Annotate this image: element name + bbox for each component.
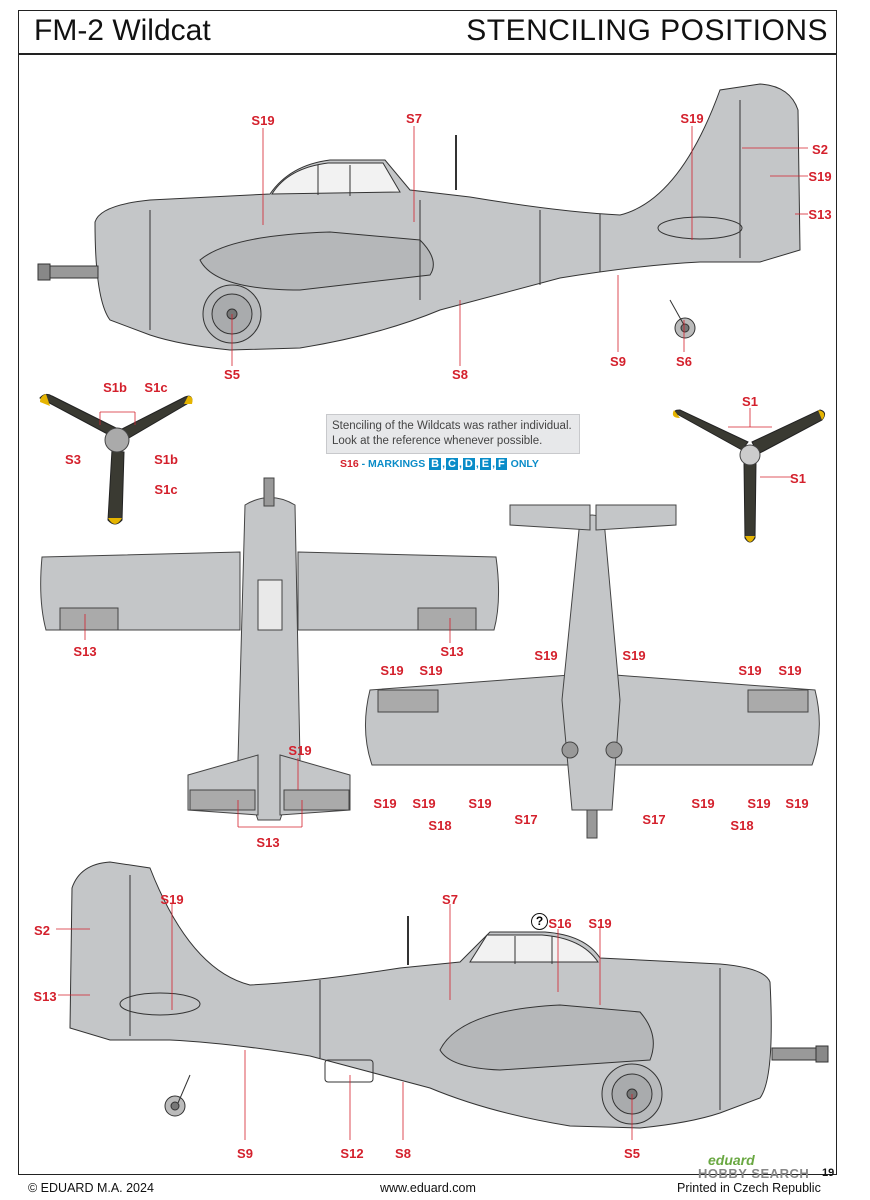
label-s8: S8 xyxy=(452,367,468,382)
label-s6: S6 xyxy=(676,354,692,369)
label-s19: S19 xyxy=(412,796,436,811)
label-s9: S9 xyxy=(237,1146,253,1161)
label-s1c: S1c xyxy=(144,380,168,395)
label-s5: S5 xyxy=(624,1146,640,1161)
label-s13: S13 xyxy=(256,835,280,850)
label-s2: S2 xyxy=(812,142,828,157)
label-s19: S19 xyxy=(534,648,558,663)
propeller-right xyxy=(672,409,826,543)
label-s17: S17 xyxy=(514,812,538,827)
label-s8: S8 xyxy=(395,1146,411,1161)
marking-d: D xyxy=(462,458,475,470)
label-s18: S18 xyxy=(730,818,754,833)
copyright: © EDUARD M.A. 2024 xyxy=(28,1181,154,1195)
label-s19: S19 xyxy=(251,113,275,128)
label-s9: S9 xyxy=(610,354,626,369)
label-s13: S13 xyxy=(33,989,57,1004)
label-s13: S13 xyxy=(440,644,464,659)
label-s19: S19 xyxy=(419,663,443,678)
model-title: FM-2 Wildcat xyxy=(34,14,211,47)
plan-view-bottom xyxy=(364,504,820,839)
page-number: 19 xyxy=(822,1167,835,1179)
propeller-left xyxy=(39,393,193,525)
label-s1: S1 xyxy=(790,471,806,486)
label-s1b: S1b xyxy=(154,452,178,467)
label-s19: S19 xyxy=(680,111,704,126)
label-s5: S5 xyxy=(224,367,240,382)
label-s19: S19 xyxy=(747,796,771,811)
marking-e: E xyxy=(479,458,492,470)
header-divider xyxy=(18,53,837,55)
label-s19: S19 xyxy=(622,648,646,663)
watermark-b: SEARCH xyxy=(751,1166,810,1181)
label-s18: S18 xyxy=(428,818,452,833)
section-title: STENCILING POSITIONS xyxy=(466,14,828,47)
markings-suffix: ONLY xyxy=(510,458,539,470)
label-s19: S19 xyxy=(691,796,715,811)
hobbysearch-watermark: HOBBY SEARCH xyxy=(698,1166,809,1181)
label-s19: S19 xyxy=(160,892,184,907)
website-link[interactable]: www.eduard.com xyxy=(380,1181,476,1195)
label-s17: S17 xyxy=(642,812,666,827)
label-s7: S7 xyxy=(406,111,422,126)
label-s3: S3 xyxy=(65,452,81,467)
label-s19: S19 xyxy=(468,796,492,811)
label-s2: S2 xyxy=(34,923,50,938)
eduard-logo: eduard xyxy=(708,1152,755,1168)
plan-view-top xyxy=(40,477,500,821)
label-s1: S1 xyxy=(742,394,758,409)
marking-c: C xyxy=(446,458,458,470)
label-s13: S13 xyxy=(808,207,832,222)
printed-note: Printed in Czech Republic xyxy=(677,1181,821,1195)
label-s19: S19 xyxy=(288,743,312,758)
label-s12: S12 xyxy=(340,1146,364,1161)
label-s1c: S1c xyxy=(154,482,178,497)
markings-code: S16 xyxy=(340,458,359,470)
marking-f: F xyxy=(496,458,507,470)
label-s19: S19 xyxy=(373,796,397,811)
label-s19: S19 xyxy=(380,663,404,678)
side-view-bottom xyxy=(69,861,829,1129)
label-s19: S19 xyxy=(808,169,832,184)
marking-b: B xyxy=(429,458,442,470)
watermark-a: HOBBY xyxy=(698,1166,748,1181)
markings-text: MARKINGS xyxy=(368,458,426,470)
leader-lines xyxy=(56,126,808,1140)
label-s19: S19 xyxy=(785,796,809,811)
label-s7: S7 xyxy=(442,892,458,907)
label-s13: S13 xyxy=(73,644,97,659)
label-s19: S19 xyxy=(588,916,612,931)
reference-note: Stenciling of the Wildcats was rather in… xyxy=(326,414,580,454)
question-mark-icon: ? xyxy=(531,913,548,930)
markings-note: S16 - MARKINGS B,C,D,E,F ONLY xyxy=(340,458,539,470)
label-s19: S19 xyxy=(738,663,762,678)
label-s16: S16 xyxy=(548,916,572,931)
label-s19: S19 xyxy=(778,663,802,678)
page-frame xyxy=(18,10,837,1175)
label-s1b: S1b xyxy=(103,380,127,395)
